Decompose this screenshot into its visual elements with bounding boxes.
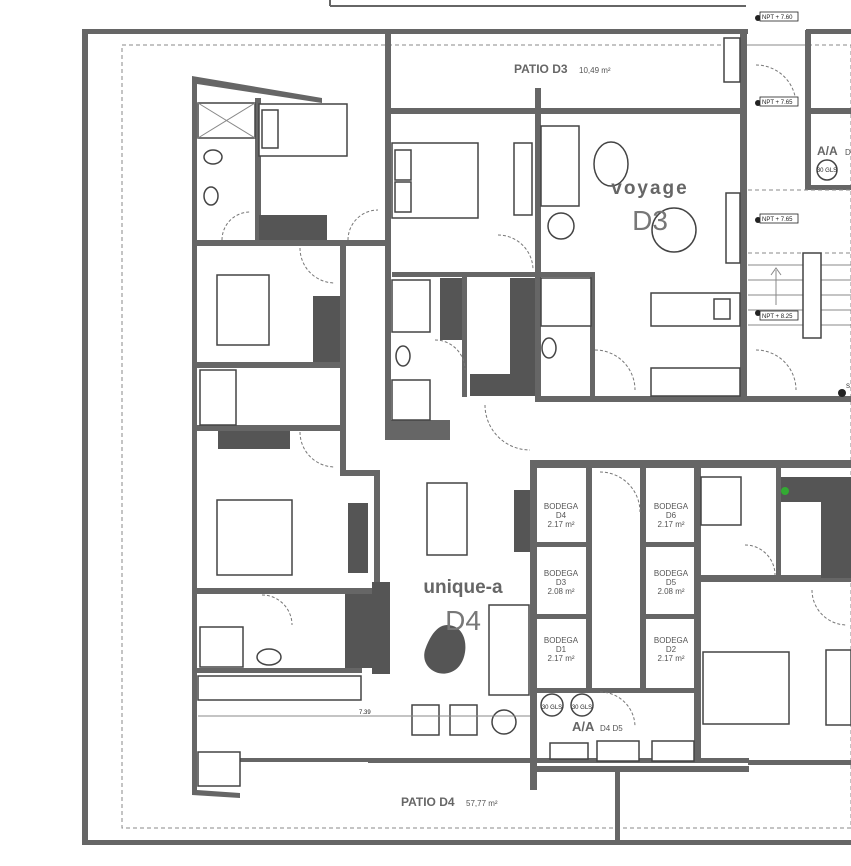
dining-table-d3 (651, 207, 697, 253)
svg-text:2.17 m²: 2.17 m² (657, 654, 684, 663)
svg-text:voyage: voyage (611, 178, 688, 199)
svg-text:D3: D3 (632, 205, 668, 236)
svg-text:2.17 m²: 2.17 m² (657, 520, 684, 529)
level-marker: NPT + 7.65 (755, 213, 799, 224)
svg-text:A/A: A/A (817, 144, 838, 158)
stair-mark: S (838, 384, 850, 397)
svg-text:BODEGA: BODEGA (544, 636, 579, 645)
svg-text:D: D (845, 148, 851, 157)
svg-text:A/A: A/A (572, 719, 595, 734)
bed-d4-2 (216, 274, 270, 346)
svg-text:30 GLS: 30 GLS (572, 705, 592, 711)
svg-text:D4 D5: D4 D5 (600, 724, 623, 733)
svg-text:D2: D2 (666, 645, 677, 654)
door-swings (221, 209, 848, 728)
ac-area-d: A/A D 30 GLS (816, 144, 851, 181)
sofa-d4 (488, 604, 530, 696)
svg-text:PATIO D3: PATIO D3 (514, 62, 568, 76)
svg-text:S: S (846, 384, 850, 390)
svg-text:BODEGA: BODEGA (654, 502, 689, 511)
dimension-line: 7.39 (198, 710, 530, 717)
level-marker: NPT + 7.65 (755, 96, 799, 107)
level-markers: NPT + 7.60 NPT + 7.65 NPT + 7.65 NPT + 8… (755, 11, 799, 321)
svg-text:D4: D4 (556, 511, 567, 520)
svg-text:NPT + 7.65: NPT + 7.65 (762, 100, 793, 106)
svg-text:30 GLS: 30 GLS (817, 168, 837, 174)
svg-text:D1: D1 (556, 645, 567, 654)
ac-unit-icon (816, 159, 838, 181)
svg-text:2.08 m²: 2.08 m² (547, 587, 574, 596)
svg-text:2.17 m²: 2.17 m² (547, 654, 574, 663)
svg-text:D6: D6 (666, 511, 677, 520)
svg-text:57,77 m²: 57,77 m² (466, 799, 498, 808)
svg-text:NPT + 7.60: NPT + 7.60 (762, 15, 793, 21)
svg-text:NPT + 7.65: NPT + 7.65 (762, 217, 793, 223)
patio-d3-label: PATIO D3 10,49 m² (514, 62, 611, 76)
svg-text:D3: D3 (556, 578, 567, 587)
sofa-d3 (540, 125, 580, 207)
bed-d5 (702, 651, 790, 725)
level-marker: NPT + 7.60 (755, 11, 799, 22)
site-boundary (82, 0, 851, 845)
level-marker: NPT + 8.25 (755, 310, 799, 321)
ac-unit-icon (540, 693, 564, 717)
svg-text:PATIO D4: PATIO D4 (401, 795, 455, 809)
unit-d4-label: unique-a D4 (423, 577, 503, 636)
svg-text:BODEGA: BODEGA (544, 569, 579, 578)
svg-text:D4: D4 (445, 605, 481, 636)
svg-text:30 GLS: 30 GLS (542, 705, 562, 711)
svg-text:2.08 m²: 2.08 m² (657, 587, 684, 596)
dining-table-d4 (426, 482, 468, 556)
ac-unit-icon (570, 693, 594, 717)
unit-d3-label: voyage D3 (611, 178, 688, 236)
svg-text:NPT + 8.25: NPT + 8.25 (762, 314, 793, 320)
svg-text:2.17 m²: 2.17 m² (547, 520, 574, 529)
patio-d4-label: PATIO D4 57,77 m² (401, 795, 498, 809)
svg-text:unique-a: unique-a (423, 577, 503, 598)
svg-text:BODEGA: BODEGA (654, 569, 689, 578)
svg-text:BODEGA: BODEGA (654, 636, 689, 645)
ac-area-d4-d5: 30 GLS 30 GLS A/A D4 D5 (540, 693, 623, 734)
rug (424, 625, 466, 674)
furniture (197, 102, 851, 787)
walls (192, 30, 851, 842)
svg-text:BODEGA: BODEGA (544, 502, 579, 511)
svg-text:7.39: 7.39 (359, 710, 371, 716)
stair-core (723, 37, 851, 391)
svg-text:10,49 m²: 10,49 m² (579, 66, 611, 75)
bed-d4-3 (216, 499, 293, 576)
svg-text:D5: D5 (666, 578, 677, 587)
